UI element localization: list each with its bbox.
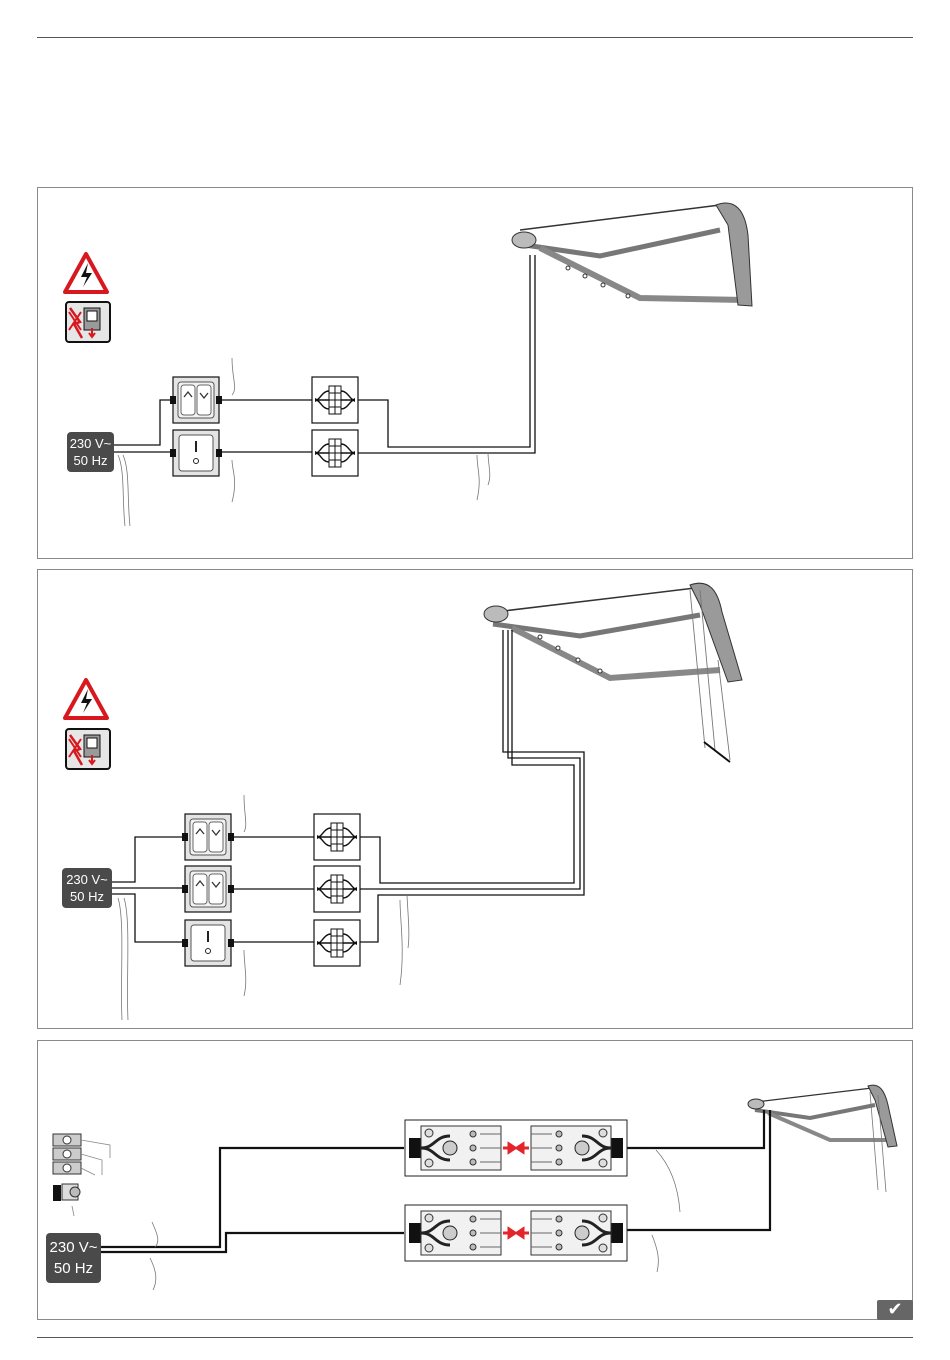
on-off-switch xyxy=(182,920,234,966)
plug-connector xyxy=(405,1120,627,1176)
awning-illustration xyxy=(512,203,752,306)
voltage-label: 230 V~ 50 Hz xyxy=(62,868,112,908)
voltage-line-2: 50 Hz xyxy=(46,1258,101,1279)
terminal-block xyxy=(314,866,360,912)
checkmark-icon: ✔ xyxy=(877,1300,913,1320)
terminal-strip-legend xyxy=(53,1134,110,1216)
voltage-line-2: 50 Hz xyxy=(67,452,114,469)
disconnect-power-icon xyxy=(66,729,110,769)
terminal-block xyxy=(312,430,358,476)
up-down-switch xyxy=(170,377,222,423)
voltage-label: 230 V~ 50 Hz xyxy=(46,1233,101,1283)
voltage-line-2: 50 Hz xyxy=(62,888,112,905)
voltage-label: 230 V~ 50 Hz xyxy=(67,432,114,472)
voltage-line-1: 230 V~ xyxy=(62,871,112,888)
voltage-line-1: 230 V~ xyxy=(67,435,114,452)
terminal-block xyxy=(312,377,358,423)
high-voltage-warning-icon xyxy=(65,680,107,718)
high-voltage-warning-icon xyxy=(65,254,107,292)
on-off-switch xyxy=(170,430,222,476)
up-down-switch xyxy=(182,866,234,912)
up-down-switch xyxy=(182,814,234,860)
awning-illustration xyxy=(484,583,742,762)
terminal-block xyxy=(314,920,360,966)
disconnect-power-icon xyxy=(66,302,110,342)
plug-connector xyxy=(405,1205,627,1261)
terminal-block xyxy=(314,814,360,860)
voltage-line-1: 230 V~ xyxy=(46,1237,101,1258)
